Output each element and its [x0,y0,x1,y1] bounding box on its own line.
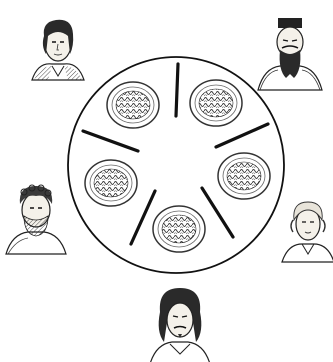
philosopher-portrait-top-left [32,20,84,80]
philosopher-portrait-top-right [258,18,322,90]
plate-top-left [107,82,159,128]
plate-bottom [153,206,205,252]
philosopher-portrait-left [6,185,66,254]
plate-right [218,153,270,199]
plate-left [85,160,137,206]
philosopher-portrait-right [282,202,333,262]
chopstick-top [176,64,178,116]
plate-top-right [190,80,242,126]
philosopher-portrait-bottom [150,288,210,362]
